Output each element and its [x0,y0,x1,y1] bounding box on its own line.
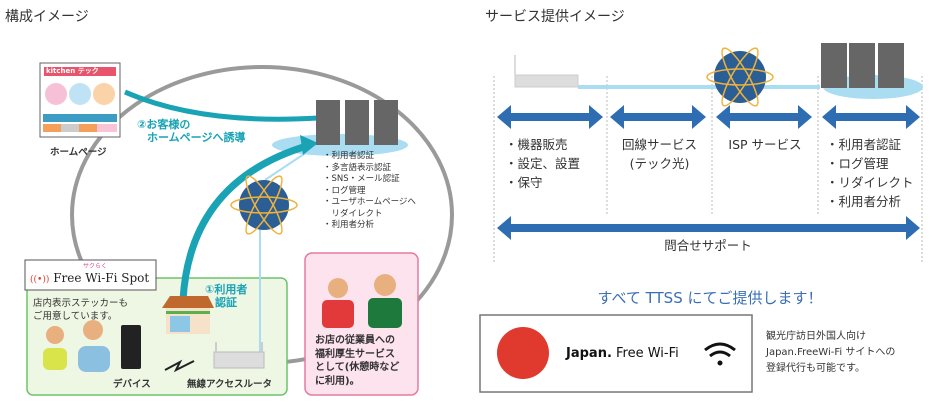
wifi-icon [704,342,736,358]
globe-icon [706,47,774,107]
device-label: デバイス [113,379,151,390]
smartphone-icon [121,325,141,369]
router-icon [213,342,265,369]
redirect-arrow [123,89,319,122]
homepage-label: ホームページ [50,147,107,158]
router-icon [514,55,579,88]
router-label: 無線アクセスルータ [187,379,273,390]
homepage-brand: kitchen テック [46,67,99,75]
column-isp: ISP サービス [728,137,802,152]
spot-label: ((•)) Free Wi-Fi Spot [30,271,150,285]
globe-icon [230,175,298,235]
server-icon [821,43,904,88]
staff-illustration [322,274,402,328]
redirect-label: ②お客様のホームページへ誘導 [137,118,246,144]
japan-wifi-logo-mark [497,327,549,379]
service-arrows [497,105,920,240]
server-icon [316,100,398,145]
broadcast-icon: ((•)) [30,275,50,285]
auth-arrow [179,141,311,301]
spot-brand: サクらく [83,263,108,270]
auth-label: ①利用者認証 [205,283,248,309]
column-equipment: ・機器販売・設定、設置・保守 [505,137,581,190]
server-feature-list: ・利用者認証・多言語表示認証・SNS・メール認証・ログ管理・ユーザホームページへ… [323,151,416,230]
japan-wifi-logo-text: Japan. Free Wi-Fi [566,346,679,361]
staff-text: お店の従業員への福利厚生サービスとして(休憩時などに利用)。 [315,335,400,387]
tagline: すべて TTSS にてご提供します！ [597,289,823,307]
sticker-text: 店内表示ステッカーもご用意しています。 [33,298,129,322]
connection-line [264,149,311,181]
store-icon [162,296,214,334]
column-dividers [493,76,923,262]
support-arrow [497,216,920,240]
right-title: サービス提供イメージ [485,9,625,25]
column-line-service: 回線サービス(テック光) [621,137,697,171]
wireless-icon [164,359,195,373]
auth-arrowhead [300,135,318,155]
homepage-illustration [39,62,121,138]
left-title: 構成イメージ [5,9,89,25]
customers-illustration [43,320,110,372]
support-label: 問合せサポート [664,238,752,253]
spot-sticker [24,259,157,291]
column-auth: ・利用者認証・ログ管理・リダイレクト・利用者分析 [826,137,914,209]
